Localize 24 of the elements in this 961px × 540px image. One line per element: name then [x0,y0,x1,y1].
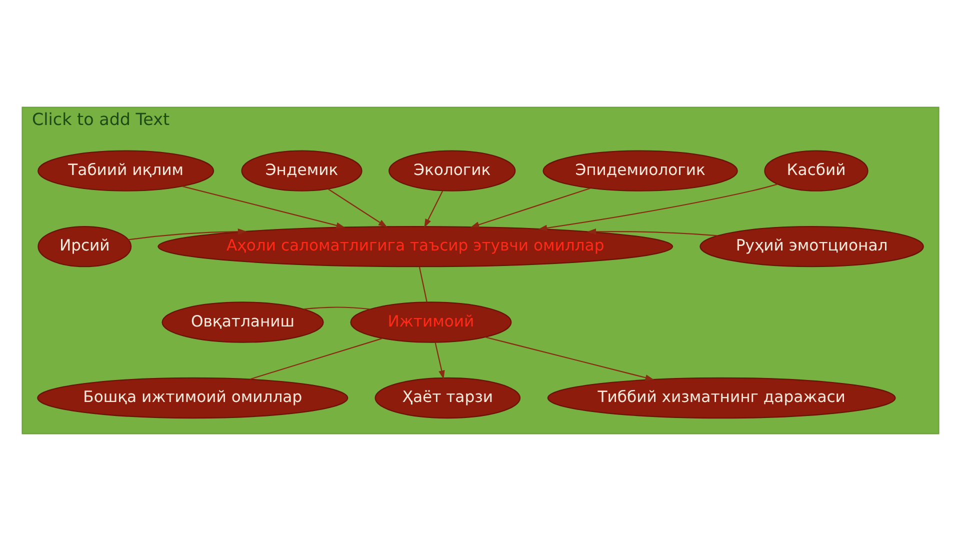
node-ellipse: Эпидемиологик [542,150,738,191]
node-ellipse: Ижтимоий [350,301,512,342]
arrow [424,190,444,228]
arrow [587,228,718,236]
node-ellipse: Тиббий хизматнинг даражаси [547,376,896,418]
node-ellipse: Руҳий эмотционал [700,225,924,267]
arrow [182,185,346,228]
arrow [328,188,388,227]
arrow [128,228,247,240]
node-ellipse: Касбий [764,150,868,191]
node-ellipse: Эндемик [241,150,362,191]
arrow [538,183,778,231]
arrow [470,187,591,228]
arrow [434,342,445,379]
node-ellipse: Экологик [388,150,516,191]
node-ellipse: Бошқа ижтимоий омиллар [37,376,348,418]
connector [418,266,428,302]
node-ellipse: Ҳаёт тарзи [374,376,521,418]
node-ellipse: Табиий иқлим [38,150,214,191]
node-ellipse: Ирсий [38,225,132,267]
node-ellipse: Овқатланиш [162,301,324,342]
connector [250,337,383,380]
arrow [485,336,654,380]
connector [304,306,370,310]
